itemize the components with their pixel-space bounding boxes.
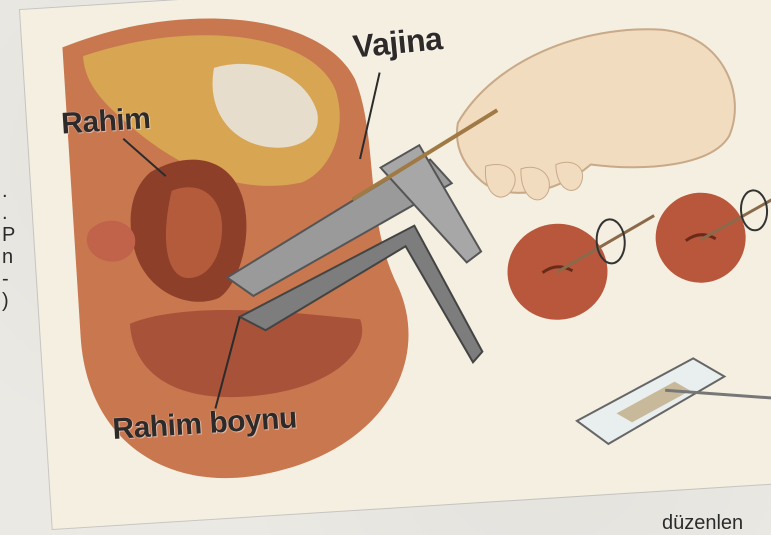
anatomy-drawing: [20, 0, 771, 529]
left-margin-line: P: [2, 224, 22, 246]
label-rahim: Rahim: [60, 102, 151, 142]
bottom-caption-fragment: düzenlen: [662, 512, 743, 535]
left-margin-text: . . P n - ): [2, 180, 22, 312]
left-margin-line: n: [2, 246, 22, 268]
left-margin-line: -: [2, 268, 22, 290]
left-margin-line: .: [2, 180, 22, 202]
left-margin-line: ): [2, 290, 22, 312]
anatomy-illustration: Vajina Rahim Rahim boynu: [20, 0, 771, 529]
cervix-detail-2: [653, 190, 748, 285]
cervix-detail-1: [505, 221, 611, 323]
left-margin-line: .: [2, 202, 22, 224]
